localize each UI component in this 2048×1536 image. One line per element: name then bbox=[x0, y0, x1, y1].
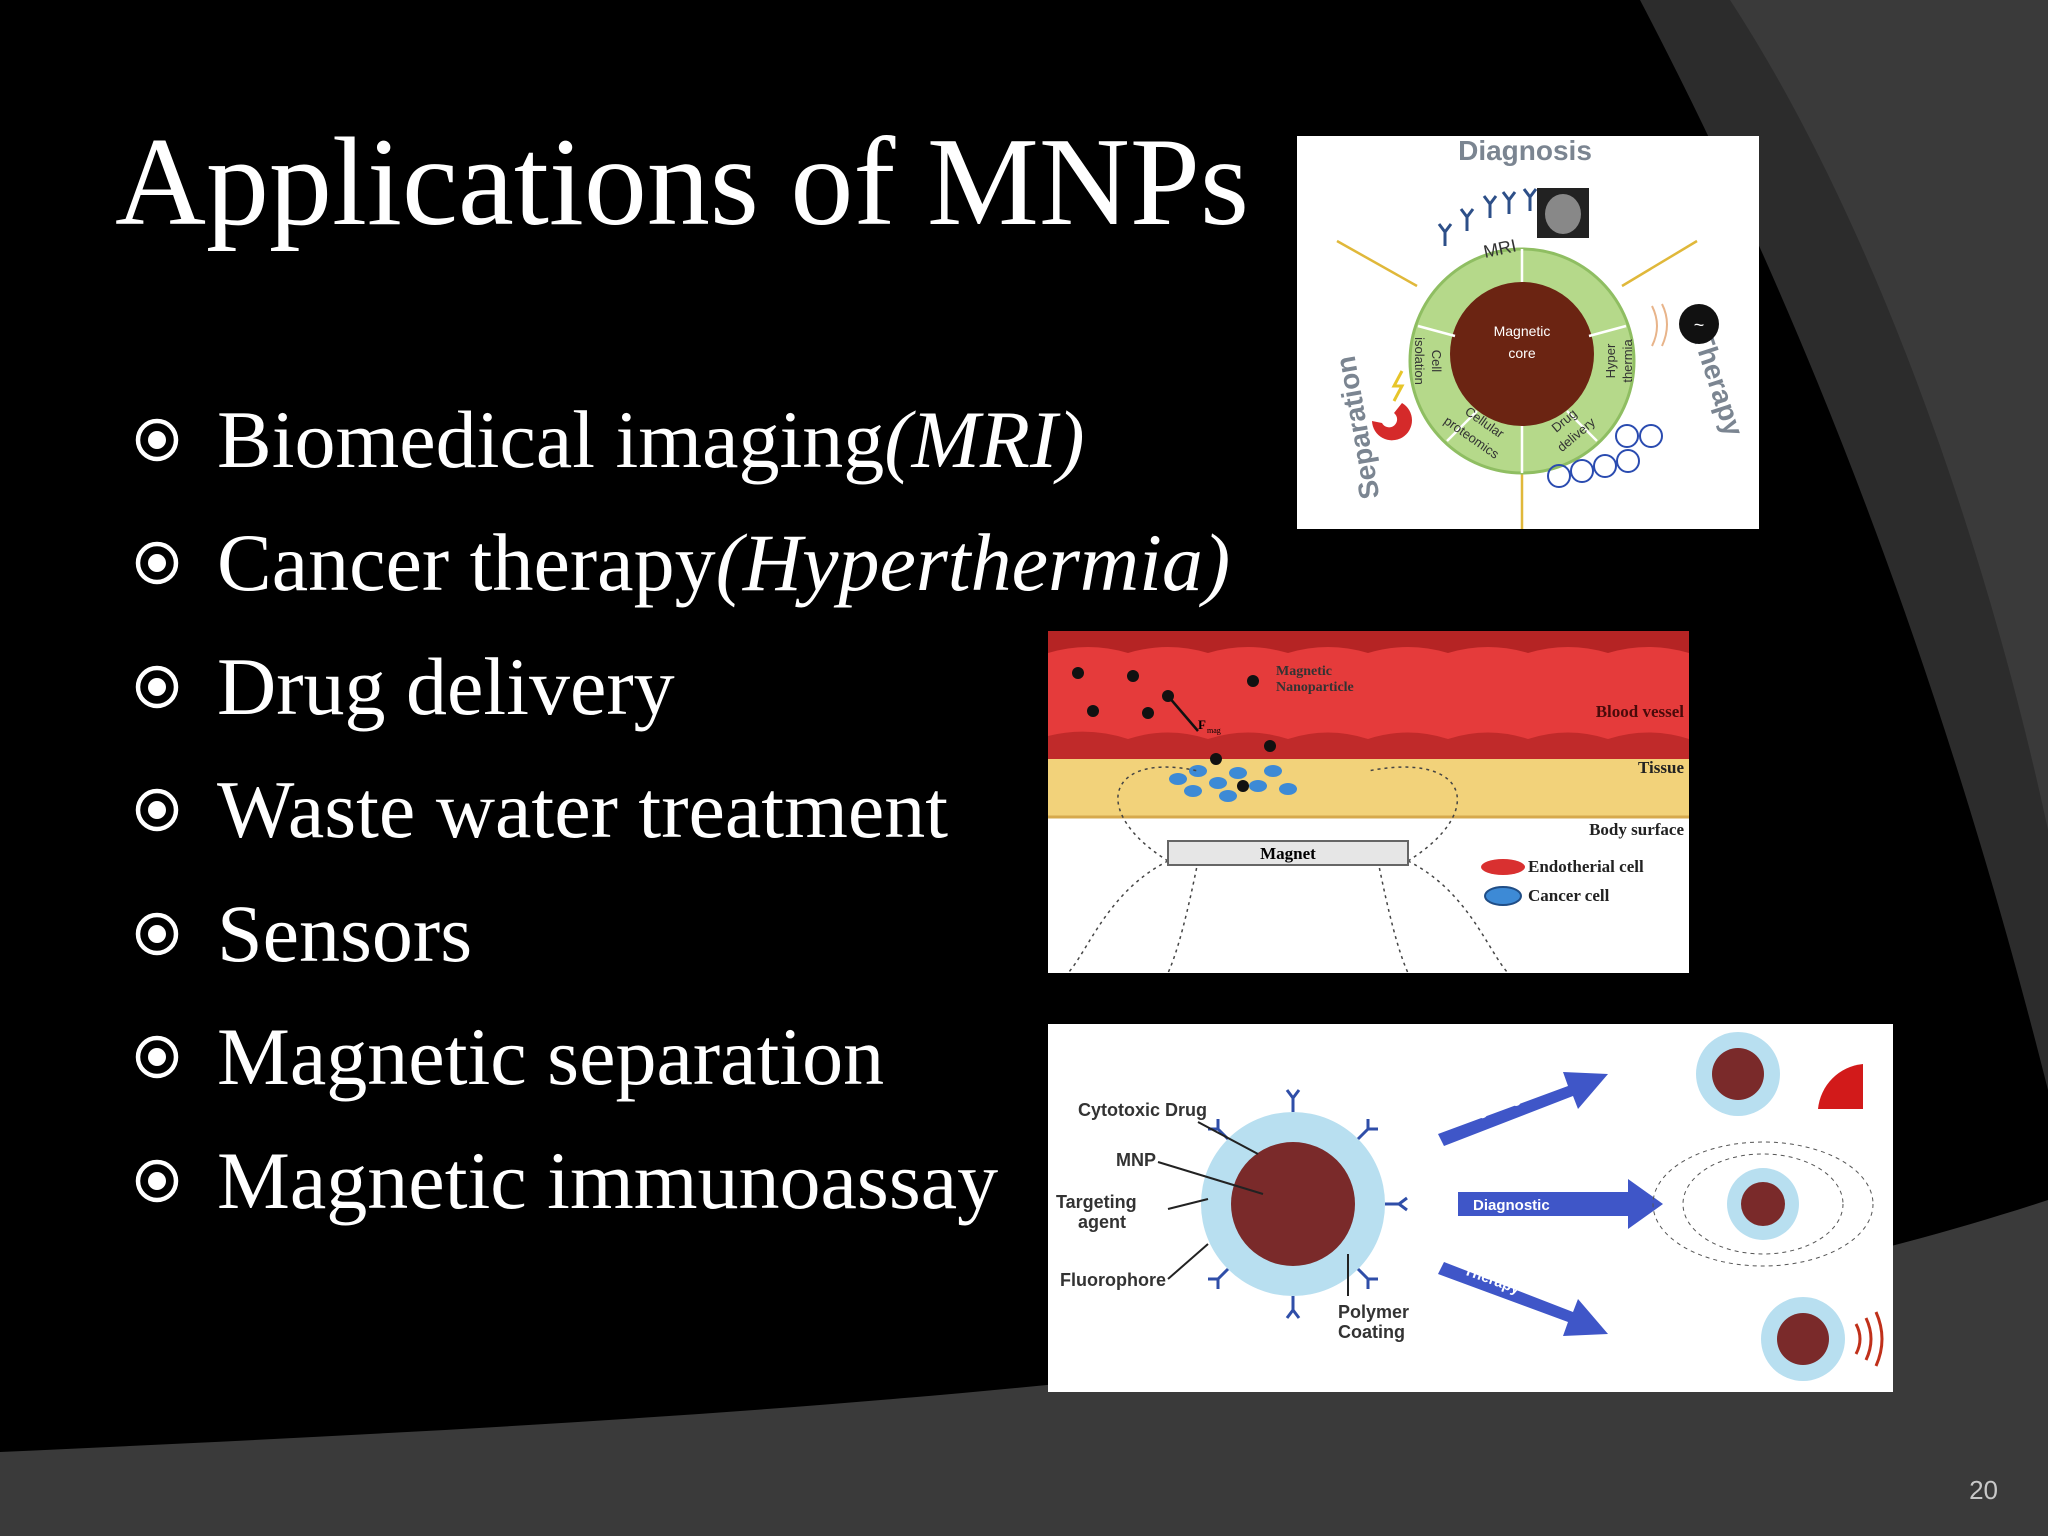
antibody-icons bbox=[1437, 188, 1538, 246]
label-isolation: isolation bbox=[1412, 337, 1427, 385]
label-thermia: thermia bbox=[1620, 339, 1635, 383]
cancer-legend-icon bbox=[1484, 886, 1522, 906]
label-magnet: Magnet bbox=[1260, 844, 1316, 863]
drug-carrier-icons bbox=[1547, 424, 1663, 488]
bullet-item-immunoassay: Magnetic immunoassay bbox=[135, 1119, 1230, 1243]
mnp-structure-figure: Cytotoxic Drug MNP Targeting agent Fluor… bbox=[1048, 1024, 1893, 1392]
label-endothelial: Endotherial cell bbox=[1528, 857, 1644, 876]
bullet-text: Magnetic separation bbox=[217, 1011, 885, 1103]
label-polymer: Polymer bbox=[1338, 1302, 1409, 1322]
bullet-item-mri: Biomedical imaging (MRI) bbox=[135, 378, 1230, 502]
bullet-text: Drug delivery bbox=[217, 640, 675, 732]
label-mnp: MNP bbox=[1116, 1150, 1156, 1170]
applications-wheel-figure: Diagnosis Therapy Separation MRI Magneti… bbox=[1297, 136, 1759, 529]
cancer-cluster bbox=[1169, 765, 1297, 802]
label-arrow-diagnostic: Diagnostic bbox=[1473, 1197, 1550, 1214]
svg-text:~: ~ bbox=[1694, 315, 1705, 335]
page-number: 20 bbox=[1969, 1475, 1998, 1505]
label-fluorophore: Fluorophore bbox=[1060, 1270, 1166, 1290]
bullet-item-magnetic-separation: Magnetic separation bbox=[135, 996, 1230, 1120]
bullet-text: Waste water treatment bbox=[217, 764, 949, 856]
bullet-item-waste-water: Waste water treatment bbox=[135, 749, 1230, 873]
label-diagnosis: Diagnosis bbox=[1458, 136, 1592, 166]
bullet-italic-text: (Hyperthermia) bbox=[715, 517, 1231, 609]
blood-vessel-figure: F mag Magnetic Nanoparticle Blood vessel… bbox=[1048, 631, 1689, 973]
tissue-layer bbox=[1048, 759, 1689, 817]
field-lines bbox=[1067, 766, 1509, 973]
force-subscript: mag bbox=[1207, 726, 1221, 735]
target-bullet-icon bbox=[135, 789, 179, 832]
target-bullet-icon bbox=[135, 1036, 179, 1079]
therapy-result bbox=[1761, 1297, 1884, 1381]
label-agent: agent bbox=[1078, 1212, 1126, 1232]
bullet-italic-text: (MRI) bbox=[884, 393, 1085, 485]
endothelial-legend-icon bbox=[1481, 859, 1525, 875]
bullet-list: Biomedical imaging (MRI) Cancer therapy(… bbox=[135, 378, 1230, 1243]
magnet-icon bbox=[1372, 403, 1412, 441]
bullet-item-hyperthermia: Cancer therapy(Hyperthermia) bbox=[135, 502, 1230, 626]
target-bullet-icon bbox=[135, 665, 179, 708]
target-bullet-icon bbox=[135, 912, 179, 955]
mnp-core bbox=[1231, 1142, 1355, 1266]
label-cytotoxic: Cytotoxic Drug bbox=[1078, 1100, 1207, 1120]
bullet-text: Sensors bbox=[217, 887, 473, 979]
magnet-bar bbox=[1167, 840, 1409, 866]
label-magnetic: Magnetic bbox=[1276, 664, 1332, 679]
diagnostic-result bbox=[1652, 1141, 1874, 1267]
hyperthermia-coil-icon bbox=[1679, 304, 1719, 344]
label-cancer: Cancer cell bbox=[1528, 886, 1610, 905]
label-core-2: core bbox=[1508, 345, 1535, 361]
label-pointers bbox=[1157, 1121, 1349, 1296]
bullet-text: Magnetic immunoassay bbox=[217, 1134, 999, 1226]
label-tissue: Tissue bbox=[1638, 758, 1684, 777]
label-cell: Cell bbox=[1429, 350, 1444, 373]
label-nanoparticle: Nanoparticle bbox=[1276, 680, 1354, 695]
targeting-result bbox=[1696, 1032, 1863, 1116]
bullet-text: Biomedical imaging bbox=[217, 393, 885, 485]
bullet-text: Cancer therapy bbox=[217, 517, 716, 609]
label-body-surface: Body surface bbox=[1589, 820, 1684, 839]
label-coating: Coating bbox=[1338, 1322, 1405, 1342]
target-bullet-icon bbox=[135, 418, 179, 461]
slide-title: Applications of MNPs bbox=[115, 113, 1249, 252]
bullet-item-sensors: Sensors bbox=[135, 872, 1230, 996]
target-bullet-icon bbox=[135, 542, 179, 585]
force-label: F bbox=[1198, 717, 1206, 732]
label-hyper: Hyper bbox=[1603, 343, 1618, 378]
bullet-item-drug-delivery: Drug delivery bbox=[135, 625, 1230, 749]
targeting-arrow bbox=[1438, 1072, 1608, 1146]
label-targeting: Targeting bbox=[1056, 1192, 1137, 1212]
label-blood-vessel: Blood vessel bbox=[1596, 702, 1685, 721]
therapy-arrow bbox=[1438, 1262, 1608, 1336]
target-bullet-icon bbox=[135, 1159, 179, 1202]
targeting-agents bbox=[1208, 1089, 1408, 1319]
label-core-1: Magnetic bbox=[1494, 323, 1551, 339]
diagnostic-arrow bbox=[1458, 1179, 1663, 1229]
